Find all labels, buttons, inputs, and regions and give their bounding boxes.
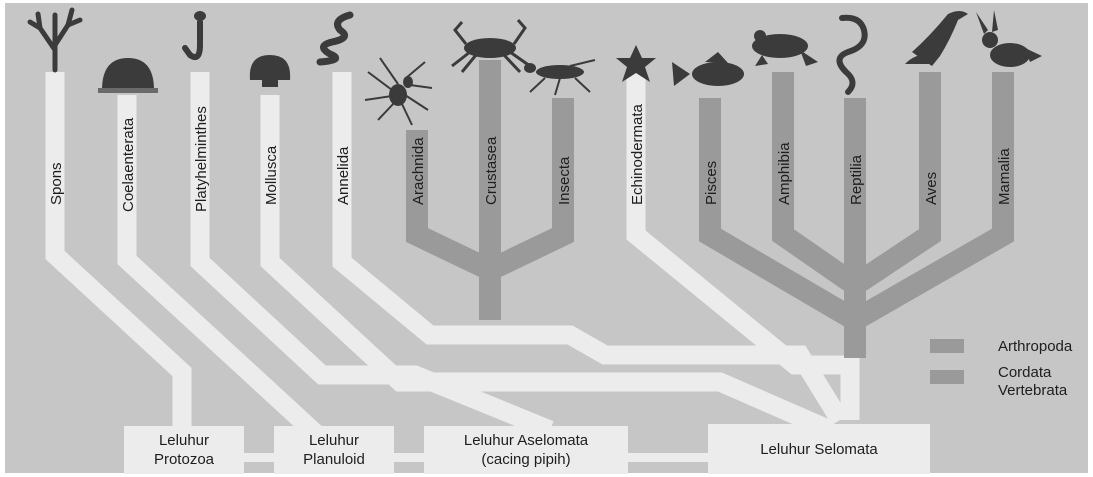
legend-swatch-arthropoda [930, 339, 964, 353]
branch-label-echinodermata: Echinodermata [629, 103, 646, 205]
branch-label-arachnida: Arachnida [410, 137, 427, 205]
ancestor-box-protozoa: Leluhur Protozoa [124, 426, 244, 474]
ancestor-line1: Leluhur [159, 432, 209, 449]
branch-label-pisces: Pisces [703, 161, 720, 205]
branch-label-mamalia: Mamalia [996, 148, 1013, 205]
branch-label-amphibia: Amphibia [776, 142, 793, 205]
legend-swatch-cordata [930, 370, 964, 384]
branch-label-reptilia: Reptilia [848, 154, 865, 205]
branch-label-insecta: Insecta [556, 156, 573, 205]
ancestor-line2: (cacing pipih) [481, 451, 570, 468]
ancestor-box-selomata: Leluhur Selomata [708, 424, 930, 474]
connector-protozoa-planuloid [244, 453, 274, 462]
ancestor-line1: Leluhur Selomata [760, 441, 878, 458]
ancestor-line1: Leluhur [309, 432, 359, 449]
connector-planuloid-aselomata [394, 453, 424, 462]
branch-label-coelaenterata: Coelaenterata [120, 117, 137, 212]
branch-label-annelida: Annelida [335, 146, 352, 205]
ancestor-line1: Leluhur Aselomata [464, 432, 589, 449]
legend-label-cordata: Cordata [998, 364, 1052, 381]
legend-label-arthropoda: Arthropoda [998, 338, 1073, 355]
branch-label-aves: Aves [923, 172, 940, 205]
ancestor-line2: Planuloid [303, 451, 365, 468]
branch-label-spons: Spons [48, 162, 65, 205]
branch-label-mollusca: Mollusca [263, 145, 280, 205]
ancestor-box-aselomata: Leluhur Aselomata (cacing pipih) [424, 426, 628, 474]
connector-aselomata-selomata [628, 453, 708, 462]
legend-label-vertebrata: Vertebrata [998, 382, 1068, 399]
branch-label-crustasea: Crustasea [483, 136, 500, 205]
ancestor-line2: Protozoa [154, 451, 215, 468]
branch-label-platyhelminthes: Platyhelminthes [193, 106, 210, 212]
ancestor-box-planuloid: Leluhur Planuloid [274, 426, 394, 474]
